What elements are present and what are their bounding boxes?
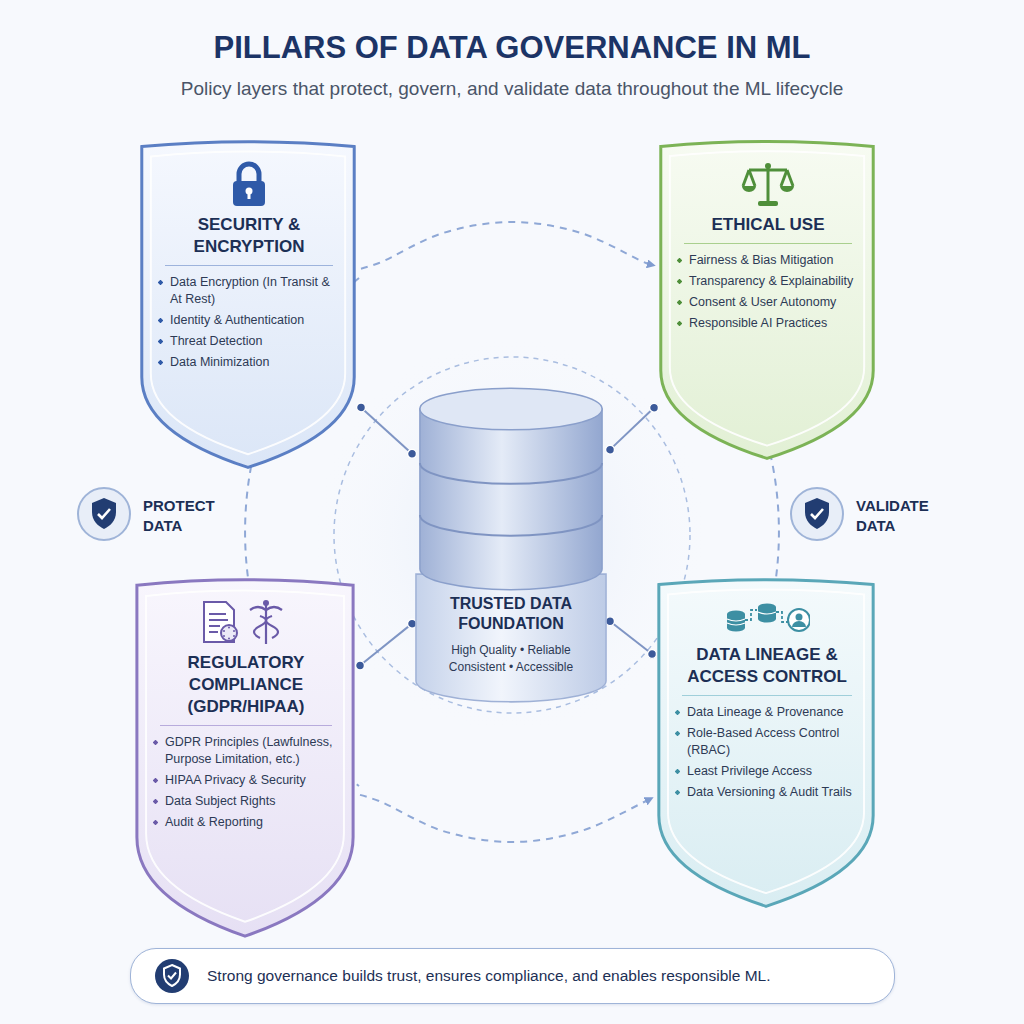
compliance-shield: REGULATORY COMPLIANCE (GDPR/HIPAA) GDPR P… <box>130 578 360 938</box>
foundation-traits: High Quality • Reliable Consistent • Acc… <box>434 642 588 676</box>
cycle-arrow <box>361 222 654 269</box>
bullet-item: Data Minimization <box>157 354 341 371</box>
scales-icon <box>741 160 795 208</box>
bullet-item: Role-Based Access Control (RBAC) <box>674 725 860 759</box>
link-line <box>360 624 412 666</box>
summary-text: Strong governance builds trust, ensures … <box>207 967 771 985</box>
bullet-item: Identity & Authentication <box>157 312 341 329</box>
bullet-item: Consent & User Autonomy <box>676 294 860 311</box>
shield-check-icon <box>788 485 846 543</box>
document-caduceus-icon <box>198 598 294 646</box>
bullet-item: HIPAA Privacy & Security <box>152 772 340 789</box>
security-shield: SECURITY & ENCRYPTION Data Encryption (In… <box>135 140 361 469</box>
lock-icon <box>227 160 271 208</box>
ethics-shield: ETHICAL USE Fairness & Bias MitigationTra… <box>654 140 880 460</box>
database-cylinder <box>412 382 610 706</box>
bullet-item: Data Lineage & Provenance <box>674 704 860 721</box>
data-cylinder: TRUSTED DATA FOUNDATION High Quality • Re… <box>412 382 610 706</box>
bullet-item: Transparency & Explainability <box>676 273 860 290</box>
shield-check-icon <box>75 485 133 543</box>
pillar-heading: DATA LINEAGE & ACCESS CONTROL <box>682 644 852 696</box>
cycle-arrow <box>360 795 652 842</box>
lineage-icon <box>724 598 810 638</box>
pillar-heading: ETHICAL USE <box>684 214 852 244</box>
center-glow <box>312 335 712 735</box>
protect-badge: PROTECT DATA <box>75 485 235 547</box>
bullet-item: Fairness & Bias Mitigation <box>676 252 860 269</box>
subtitle: Policy layers that protect, govern, and … <box>0 78 1024 100</box>
badge-label: PROTECT DATA <box>143 496 235 537</box>
badge-label: VALIDATE DATA <box>856 496 953 537</box>
bullet-item: Least Privilege Access <box>674 763 860 780</box>
pillar-heading: REGULATORY COMPLIANCE (GDPR/HIPAA) <box>160 652 332 726</box>
link-line <box>610 621 652 654</box>
link-line <box>361 407 412 453</box>
pillar-heading: SECURITY & ENCRYPTION <box>165 214 333 266</box>
foundation-heading: TRUSTED DATA FOUNDATION <box>434 594 588 634</box>
inner-dashed-ring <box>334 357 690 713</box>
shield-check-icon <box>153 957 191 995</box>
lineage-shield: DATA LINEAGE & ACCESS CONTROL Data Lineag… <box>652 578 880 908</box>
bullet-item: Audit & Reporting <box>152 814 340 831</box>
bullet-item: Data Encryption (In Transit & At Rest) <box>157 274 341 308</box>
bullet-item: Responsible AI Practices <box>676 315 860 332</box>
link-line <box>610 408 654 450</box>
bullet-item: Threat Detection <box>157 333 341 350</box>
validate-badge: VALIDATE DATA <box>788 485 953 547</box>
bullet-item: Data Subject Rights <box>152 793 340 810</box>
bullet-item: Data Versioning & Audit Trails <box>674 784 860 801</box>
bullet-item: GDPR Principles (Lawfulness, Purpose Lim… <box>152 734 340 768</box>
title: PILLARS OF DATA GOVERNANCE IN ML <box>0 30 1024 66</box>
summary-banner: Strong governance builds trust, ensures … <box>130 948 895 1004</box>
